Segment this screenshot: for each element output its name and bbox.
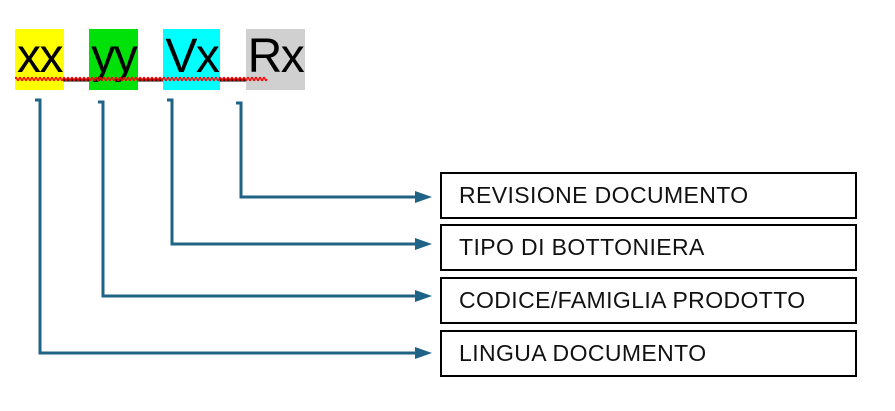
arrow-line-yy-to-codice xyxy=(98,100,415,298)
label-text: TIPO DI BOTTONIERA xyxy=(459,234,705,260)
arrowhead-icon xyxy=(415,238,432,250)
token-product-family-code: yy xyxy=(89,29,139,90)
token-pushbutton-type-code: Vx xyxy=(163,29,221,90)
arrowhead-icon xyxy=(415,347,432,359)
label-text: REVISIONE DOCUMENTO xyxy=(459,182,749,208)
arrow-line-vx-to-tipo xyxy=(167,98,415,246)
arrow-line-xx-to-lingua xyxy=(35,98,415,355)
arrowhead-icon xyxy=(415,191,432,203)
underscore-separator: _ xyxy=(220,30,247,83)
label-box-revisione-documento: REVISIONE DOCUMENTO xyxy=(440,172,857,219)
underscore-separator: _ xyxy=(64,30,91,83)
token-revision-code: Rx xyxy=(245,29,306,90)
token-language-code: xx xyxy=(15,29,64,90)
label-text: LINGUA DOCUMENTO xyxy=(459,340,707,366)
underscore-separator: _ xyxy=(138,30,165,83)
label-text: CODICE/FAMIGLIA PRODOTTO xyxy=(459,287,806,313)
label-box-codice-famiglia-prodotto: CODICE/FAMIGLIA PRODOTTO xyxy=(440,277,857,324)
arrow-line-rx-to-revisione xyxy=(236,101,415,199)
label-box-lingua-documento: LINGUA DOCUMENTO xyxy=(440,330,857,377)
label-box-tipo-di-bottoniera: TIPO DI BOTTONIERA xyxy=(440,224,857,271)
code-pattern-text: xx _ yy _ Vx _ Rx xyxy=(15,29,306,90)
arrowhead-icon xyxy=(415,290,432,302)
